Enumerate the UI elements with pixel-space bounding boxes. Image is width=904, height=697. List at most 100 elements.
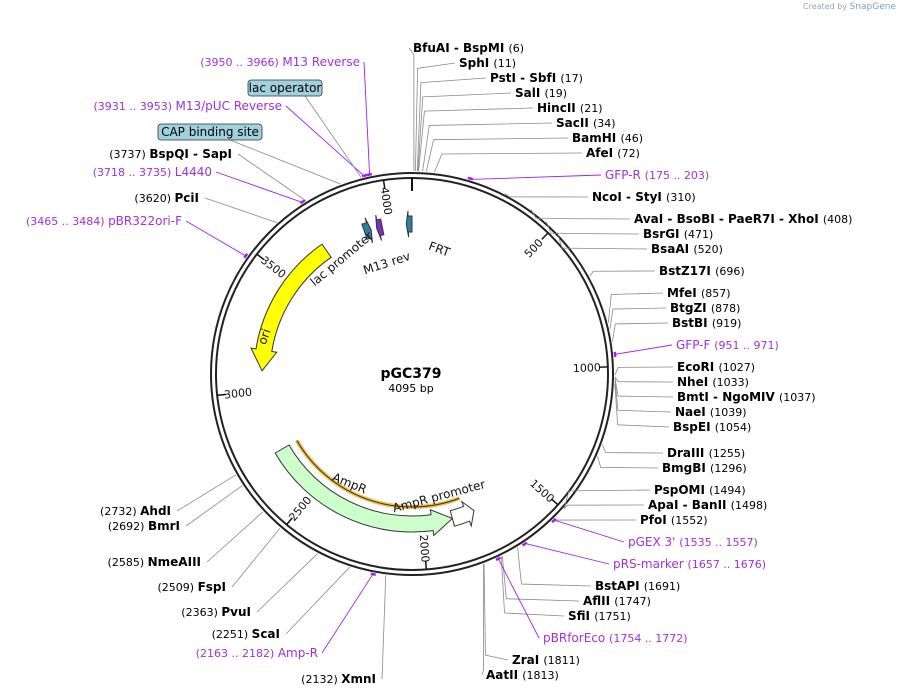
tick-mark-4000 <box>382 179 386 190</box>
snapgene-credit: Created by SnapGene <box>803 2 896 12</box>
box-label-lac-operator: lac operator <box>249 81 322 95</box>
enzyme-line-pfoi <box>551 519 637 522</box>
enzyme-line-scai <box>285 566 350 635</box>
enzyme-label-afei: AfeI (72) <box>586 146 640 160</box>
plasmid-size: 4095 bp <box>388 382 433 395</box>
tick-label-500: 500 <box>522 236 546 260</box>
tick-mark-2000 <box>424 560 428 570</box>
feature-lac-promoter <box>361 217 374 243</box>
primer-label-l4440: (3718 .. 3735) L4440 <box>93 165 212 179</box>
primer-line-pbrforeco <box>497 557 540 639</box>
enzyme-label-bmgbi: BmgBI (1296) <box>662 461 747 475</box>
feature-ampr-promoter <box>449 500 475 528</box>
enzyme-label-naei: NaeI (1039) <box>675 405 747 419</box>
enzyme-line-avai-bsobi-paer7i-xhoi <box>530 209 631 220</box>
feature-ori <box>250 243 332 372</box>
enzyme-line-naei <box>614 378 672 413</box>
primer-label-pgex-3: pGEX 3' (1535 .. 1557) <box>628 535 758 549</box>
enzyme-label-apai-banii: ApaI - BanII (1498) <box>648 498 767 512</box>
enzyme-line-bsaai <box>556 232 648 250</box>
enzyme-line-xmni <box>381 575 387 680</box>
primer-label-pbrforeco: pBRforEco (1754 .. 1772) <box>543 631 688 645</box>
credit-prefix: Created by <box>803 2 848 11</box>
ampr-orf-line <box>296 440 460 508</box>
enzyme-label-bfuai-bspmi: BfuAI - BspMI (6) <box>413 41 524 55</box>
enzyme-line-zrai <box>483 563 509 661</box>
primer-line-gfp-r <box>470 174 602 180</box>
feature-m13-rev <box>375 214 385 241</box>
primer-mark-prs-marker <box>521 541 528 547</box>
tick-label-2000: 2000 <box>417 534 432 563</box>
enzyme-line-nhei <box>614 376 674 383</box>
enzyme-label-bstz17i: BstZ17I (696) <box>659 264 745 278</box>
primer-line-prs-marker <box>524 542 610 565</box>
tick-mark-3000 <box>217 393 227 397</box>
tick-label-3500: 3500 <box>258 254 288 281</box>
credit-brand: SnapGene <box>849 2 896 12</box>
enzyme-line-bsrgi <box>545 221 640 235</box>
enzyme-line-pspomi <box>564 489 651 509</box>
enzyme-label-ecori: EcoRI (1027) <box>677 360 755 374</box>
tick-mark-3500 <box>256 253 265 261</box>
enzyme-label-scai: (2251) ScaI <box>212 627 280 641</box>
backbone-ring <box>210 172 614 576</box>
enzyme-line-aflii <box>501 555 580 602</box>
enzyme-label-btgzi: BtgZI (878) <box>670 301 740 315</box>
enzyme-label-bmti-ngomiv: BmtI - NgoMIV (1037) <box>677 390 816 404</box>
primer-label-prs-marker: pRS-marker (1657 .. 1676) <box>613 557 766 571</box>
enzyme-line-bspei <box>614 383 670 428</box>
enzyme-line-sphi <box>415 62 456 172</box>
primer-line-m13-puc-reverse <box>285 105 366 177</box>
enzyme-line-ncoi-styi <box>504 193 589 198</box>
tick-mark-500 <box>541 232 549 240</box>
enzyme-line-bspqi-sapi <box>237 153 307 202</box>
tick-mark-2500 <box>286 517 293 526</box>
primer-line-l4440 <box>215 171 304 204</box>
primer-line-gfp-f <box>613 344 673 355</box>
enzyme-line-psti-sbfi <box>416 77 487 172</box>
enzyme-line-bmgbi <box>597 456 659 469</box>
enzyme-line-bfuai-bspmi <box>408 47 415 172</box>
enzyme-label-nmeaiii: (2585) NmeAIII <box>108 555 201 569</box>
primer-line-amp-r <box>321 573 374 654</box>
enzyme-line-nmeaiii <box>206 511 264 563</box>
enzyme-label-fspi: (2509) FspI <box>158 580 226 594</box>
enzyme-line-sfii <box>500 556 565 617</box>
enzyme-label-nhei: NheI (1033) <box>677 375 749 389</box>
box-label-cap-binding-site: CAP binding site <box>161 125 259 139</box>
enzyme-label-avai-bsobi-paer7i-xhoi: AvaI - BsoBI - PaeR7I - XhoI (408) <box>634 212 852 226</box>
tick-label-1000: 1000 <box>573 361 601 375</box>
enzyme-label-draiii: DraIII (1255) <box>667 446 745 460</box>
primer-mark-l4440 <box>299 199 306 205</box>
tick-label-2500: 2500 <box>286 494 314 524</box>
enzyme-label-xmni: (2132) XmnI <box>301 672 376 686</box>
enzyme-label-sphi: SphI (11) <box>459 56 516 70</box>
enzyme-label-bsaai: BsaAI (520) <box>651 242 723 256</box>
enzyme-label-bmri: (2692) BmrI <box>108 519 180 533</box>
enzyme-label-sali: SalI (19) <box>515 86 567 100</box>
enzyme-label-bspqi-sapi: (3737) BspQI - SapI <box>109 147 232 161</box>
primer-label-gfp-r: GFP-R (175 .. 203) <box>605 168 709 182</box>
enzyme-label-psti-sbfi: PstI - SbfI (17) <box>490 71 583 85</box>
primer-line-pgex-3 <box>553 519 625 543</box>
primer-line-pbr322ori-f <box>185 220 247 257</box>
primer-label-m13-reverse: (3950 .. 3966) M13 Reverse <box>200 55 360 69</box>
features-layer <box>250 210 475 537</box>
enzyme-label-pspomi: PspOMI (1494) <box>654 483 746 497</box>
enzyme-line-apai-banii <box>563 504 645 510</box>
enzyme-line-bstapi <box>517 547 592 587</box>
enzyme-line-sacii <box>422 122 553 172</box>
enzyme-label-sacii: SacII (34) <box>556 116 616 130</box>
box-lac-operator <box>247 79 323 97</box>
enzyme-line-fspi <box>231 527 281 588</box>
tick-mark-1500 <box>550 498 559 506</box>
tick-label-3000: 3000 <box>223 386 252 402</box>
primer-line-m13-reverse <box>363 61 371 176</box>
enzyme-label-mfei: MfeI (857) <box>667 286 731 300</box>
enzyme-line-ahdi <box>176 474 237 512</box>
enzyme-line-bmti-ngomiv <box>614 378 674 398</box>
enzyme-line-bstbi <box>611 322 669 342</box>
enzyme-line-afei <box>434 152 583 173</box>
